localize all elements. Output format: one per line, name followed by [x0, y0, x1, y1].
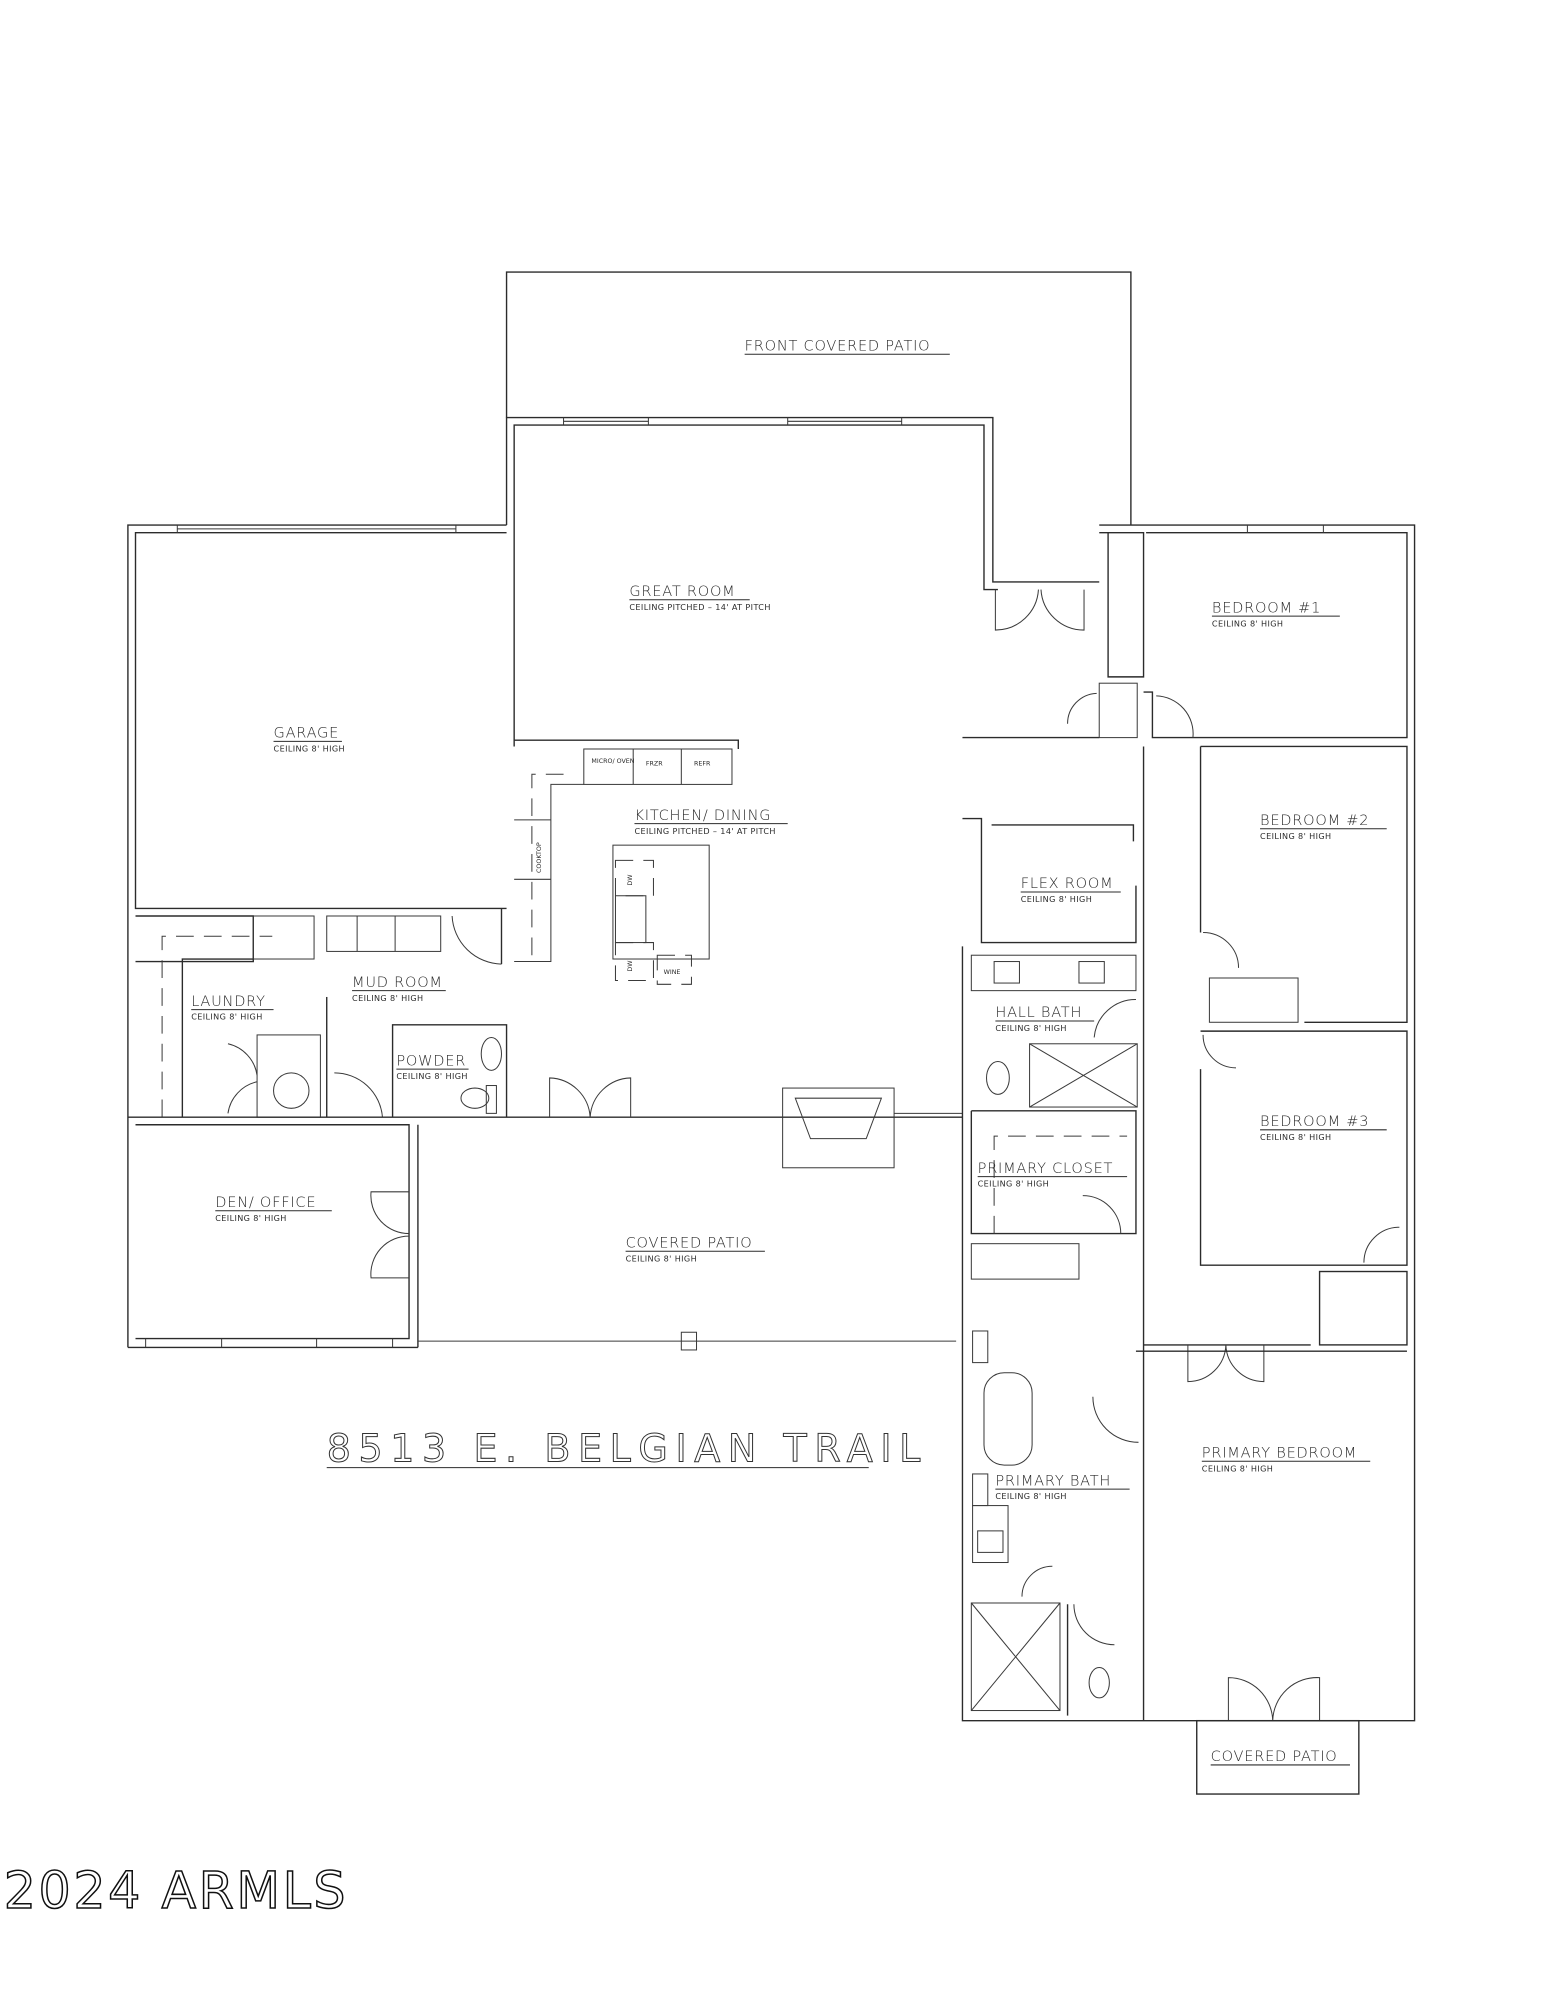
room-label-covered-patio: COVERED PATIO [626, 1234, 753, 1251]
room-label-garage: GARAGE [274, 725, 339, 742]
den-and-covered-patio: DEN/ OFFICE CEILING 8' HIGH COVERED PATI… [127, 1077, 963, 1351]
room-label-bedroom-2: BEDROOM #2 [1260, 812, 1369, 829]
great-room-walls: GREAT ROOM CEILING PITCHED – 14' AT PITC… [505, 416, 1100, 747]
appliance-dishwasher-1: DW [627, 874, 634, 886]
appliance-refrigerator: REFR [694, 760, 711, 767]
room-ceiling-hall-bath: CEILING 8' HIGH [995, 1023, 1066, 1033]
kitchen: MICRO/ OVEN FRZR REFR COOKTOP DW DW WINE… [514, 739, 788, 985]
room-ceiling-bedroom-3: CEILING 8' HIGH [1260, 1132, 1331, 1142]
room-label-primary-closet: PRIMARY CLOSET [978, 1160, 1114, 1177]
garage: GARAGE CEILING 8' HIGH [127, 524, 507, 1348]
room-ceiling-primary-bedroom: CEILING 8' HIGH [1202, 1463, 1273, 1473]
room-ceiling-covered-patio: CEILING 8' HIGH [626, 1253, 697, 1263]
room-ceiling-mud-room: CEILING 8' HIGH [352, 993, 423, 1003]
room-label-den: DEN/ OFFICE [215, 1194, 316, 1211]
room-ceiling-laundry: CEILING 8' HIGH [191, 1012, 262, 1022]
front-covered-patio: FRONT COVERED PATIO [505, 271, 1132, 526]
property-address: 8513 E. BELGIAN TRAIL [327, 1426, 928, 1470]
room-label-primary-bedroom: PRIMARY BEDROOM [1202, 1445, 1357, 1462]
appliance-dishwasher-2: DW [627, 960, 634, 972]
room-label-front-patio: FRONT COVERED PATIO [745, 337, 931, 354]
room-ceiling-kitchen: CEILING PITCHED – 14' AT PITCH [634, 826, 775, 836]
room-label-kitchen: KITCHEN/ DINING [634, 807, 771, 824]
room-ceiling-primary-bath: CEILING 8' HIGH [995, 1491, 1066, 1501]
bedroom-wing: BEDROOM #1 CEILING 8' HIGH BEDROOM #2 CE… [961, 524, 1416, 1722]
appliance-micro-oven: MICRO/ OVEN [591, 758, 634, 765]
room-label-bedroom-3: BEDROOM #3 [1260, 1113, 1369, 1130]
room-ceiling-bedroom-1: CEILING 8' HIGH [1212, 618, 1283, 628]
room-ceiling-bedroom-2: CEILING 8' HIGH [1260, 831, 1331, 841]
central-rooms: FLEX ROOM CEILING 8' HIGH HALL BATH CEIL… [962, 817, 1138, 1280]
appliance-cooktop: COOKTOP [536, 842, 543, 873]
room-label-great-room: GREAT ROOM [629, 583, 735, 600]
mud-laundry-powder: LAUNDRY CEILING 8' HIGH MUD ROOM CEILING… [135, 908, 508, 1118]
room-label-primary-bath: PRIMARY BATH [995, 1472, 1111, 1489]
watermark: 2024 ARMLS [4, 1861, 348, 1920]
room-ceiling-flex-room: CEILING 8' HIGH [1021, 894, 1092, 904]
room-label-rear-patio: COVERED PATIO [1211, 1748, 1338, 1765]
room-ceiling-primary-closet: CEILING 8' HIGH [978, 1179, 1049, 1189]
primary-suite: PRIMARY BATH CEILING 8' HIGH PRIMARY BED… [970, 746, 1407, 1795]
appliance-freezer: FRZR [646, 760, 663, 767]
room-label-flex-room: FLEX ROOM [1021, 875, 1114, 892]
appliance-wine: WINE [664, 969, 681, 976]
room-label-hall-bath: HALL BATH [995, 1004, 1082, 1021]
room-label-bedroom-1: BEDROOM #1 [1212, 599, 1321, 616]
room-ceiling-garage: CEILING 8' HIGH [274, 744, 345, 754]
room-label-powder: POWDER [396, 1052, 466, 1069]
room-ceiling-powder: CEILING 8' HIGH [396, 1071, 467, 1081]
room-ceiling-great-room: CEILING PITCHED – 14' AT PITCH [629, 602, 770, 612]
room-label-mud-room: MUD ROOM [352, 974, 443, 991]
room-ceiling-den: CEILING 8' HIGH [215, 1213, 286, 1223]
room-label-laundry: LAUNDRY [191, 993, 266, 1010]
